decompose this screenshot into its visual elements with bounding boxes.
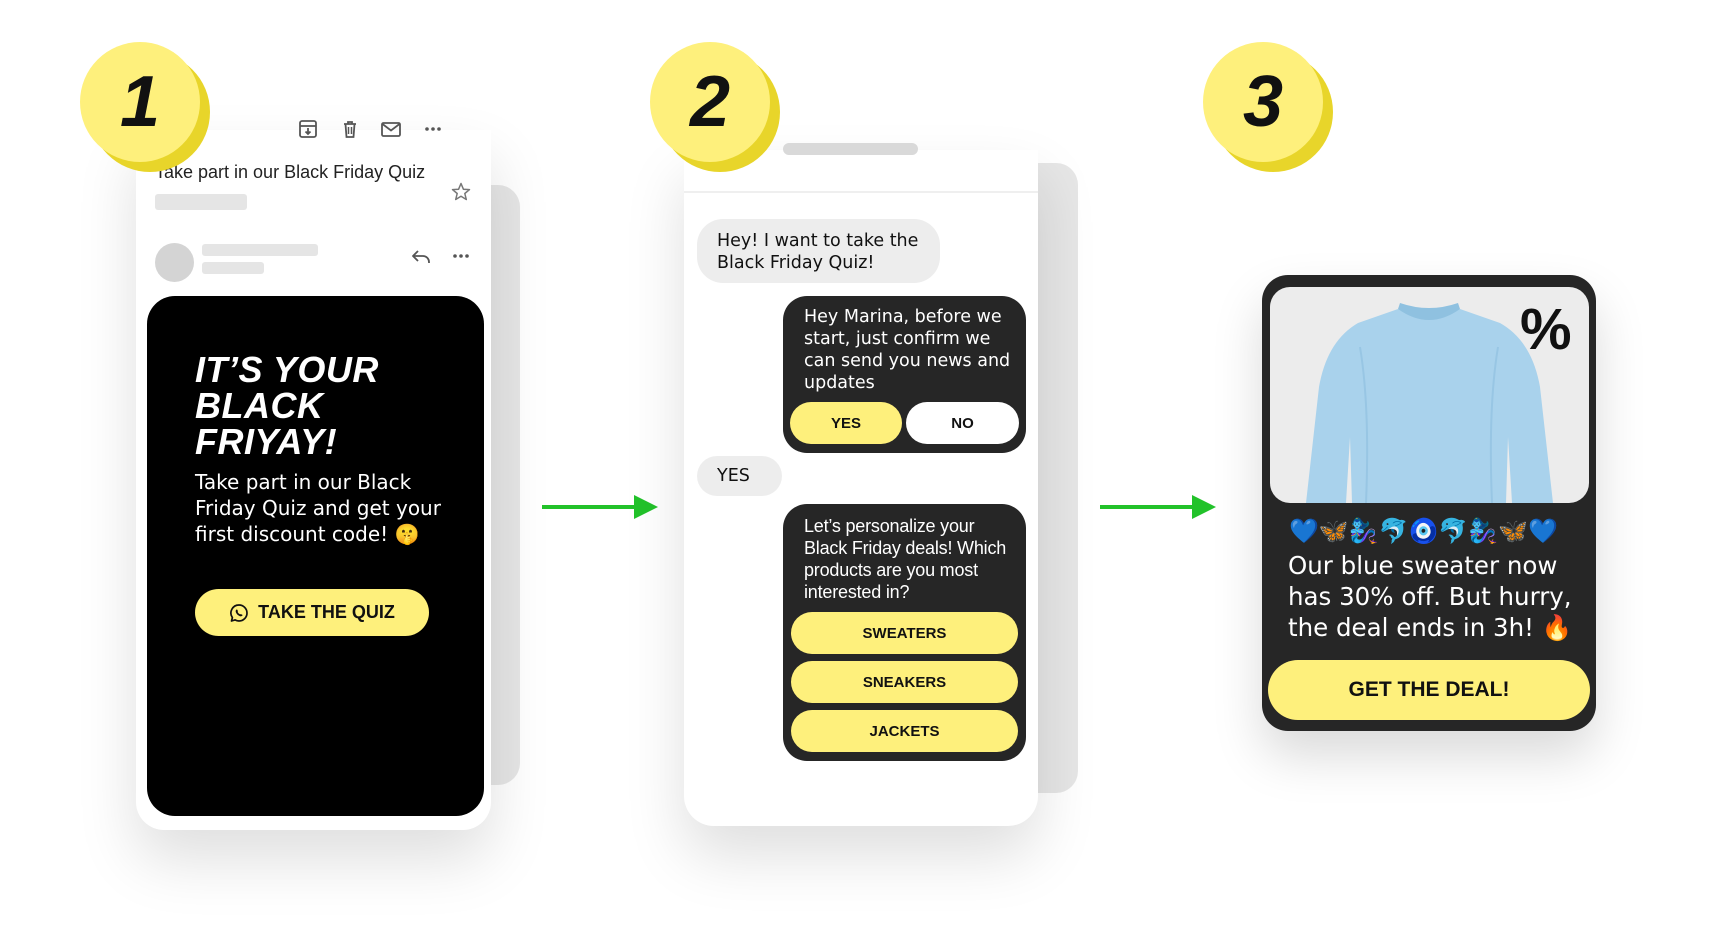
chat-header-divider <box>684 191 1038 193</box>
reply-icon[interactable] <box>410 245 432 267</box>
star-icon[interactable] <box>450 181 472 203</box>
take-the-quiz-button[interactable]: TAKE THE QUIZ <box>195 589 429 636</box>
bot-consent-text: Hey Marina, before we start, just confir… <box>804 307 1011 393</box>
avatar <box>155 243 194 282</box>
step-badge-1: 1 <box>80 42 210 172</box>
promo-headline: IT’S YOUR BLACK FRIYAY! <box>195 352 475 460</box>
bot-consent-bubble: Hey Marina, before we start, just confir… <box>783 296 1026 453</box>
take-the-quiz-label: TAKE THE QUIZ <box>258 602 395 622</box>
arrow-right-icon <box>1100 495 1216 519</box>
trash-icon[interactable] <box>339 118 361 140</box>
offer-text: Our blue sweater now has 30% off. But hu… <box>1288 551 1573 642</box>
phone-2-shadow-panel <box>1030 163 1078 793</box>
email-subject: Take part in our Black Friday Quiz <box>155 162 426 182</box>
whatsapp-icon <box>230 603 248 622</box>
step-number-1: 1 <box>119 62 161 142</box>
emoji-row: 💙🦋🧞‍♀️🐬🧿🐬🧞‍♀️🦋💙 <box>1289 517 1558 545</box>
phone-notch <box>783 143 918 155</box>
sneakers-option-button[interactable]: SNEAKERS <box>791 661 1018 703</box>
user-message-text: Hey! I want to take the Black Friday Qui… <box>717 231 919 273</box>
bot-question-bubble: Let’s personalize your Black Friday deal… <box>783 504 1026 761</box>
arrow-right-icon <box>542 495 658 519</box>
headline-line-3: FRIYAY! <box>195 421 338 462</box>
sender-placeholder-bar <box>155 194 247 210</box>
blue-sweater-icon <box>1306 303 1553 503</box>
mail-icon[interactable] <box>380 118 402 140</box>
sweater-product-image <box>1270 287 1589 503</box>
step-number-2: 2 <box>689 62 731 142</box>
step-badge-2: 2 <box>650 42 780 172</box>
no-button[interactable]: NO <box>906 402 1019 444</box>
user-reply-bubble: YES <box>697 456 782 496</box>
headline-line-1: IT’S YOUR <box>195 349 379 390</box>
step-badge-3: 3 <box>1203 42 1333 172</box>
bot-question-text: Let’s personalize your Black Friday deal… <box>804 516 1007 602</box>
message-more-icon[interactable] <box>450 245 472 267</box>
sender-email-placeholder <box>202 262 264 274</box>
more-icon[interactable] <box>422 118 444 140</box>
email-promo-card <box>147 296 484 816</box>
get-the-deal-button[interactable]: GET THE DEAL! <box>1268 660 1590 720</box>
user-reply-text: YES <box>717 466 750 486</box>
user-message-bubble: Hey! I want to take the Black Friday Qui… <box>697 219 940 283</box>
archive-icon[interactable] <box>297 118 319 140</box>
step-number-3: 3 <box>1242 62 1284 142</box>
sweaters-option-button[interactable]: SWEATERS <box>791 612 1018 654</box>
discount-percent-badge: % <box>1520 297 1572 362</box>
yes-button[interactable]: YES <box>790 402 902 444</box>
sender-name-placeholder <box>202 244 318 256</box>
jackets-option-button[interactable]: JACKETS <box>791 710 1018 752</box>
headline-line-2: BLACK <box>195 385 324 426</box>
promo-body: Take part in our Black Friday Quiz and g… <box>195 470 441 546</box>
